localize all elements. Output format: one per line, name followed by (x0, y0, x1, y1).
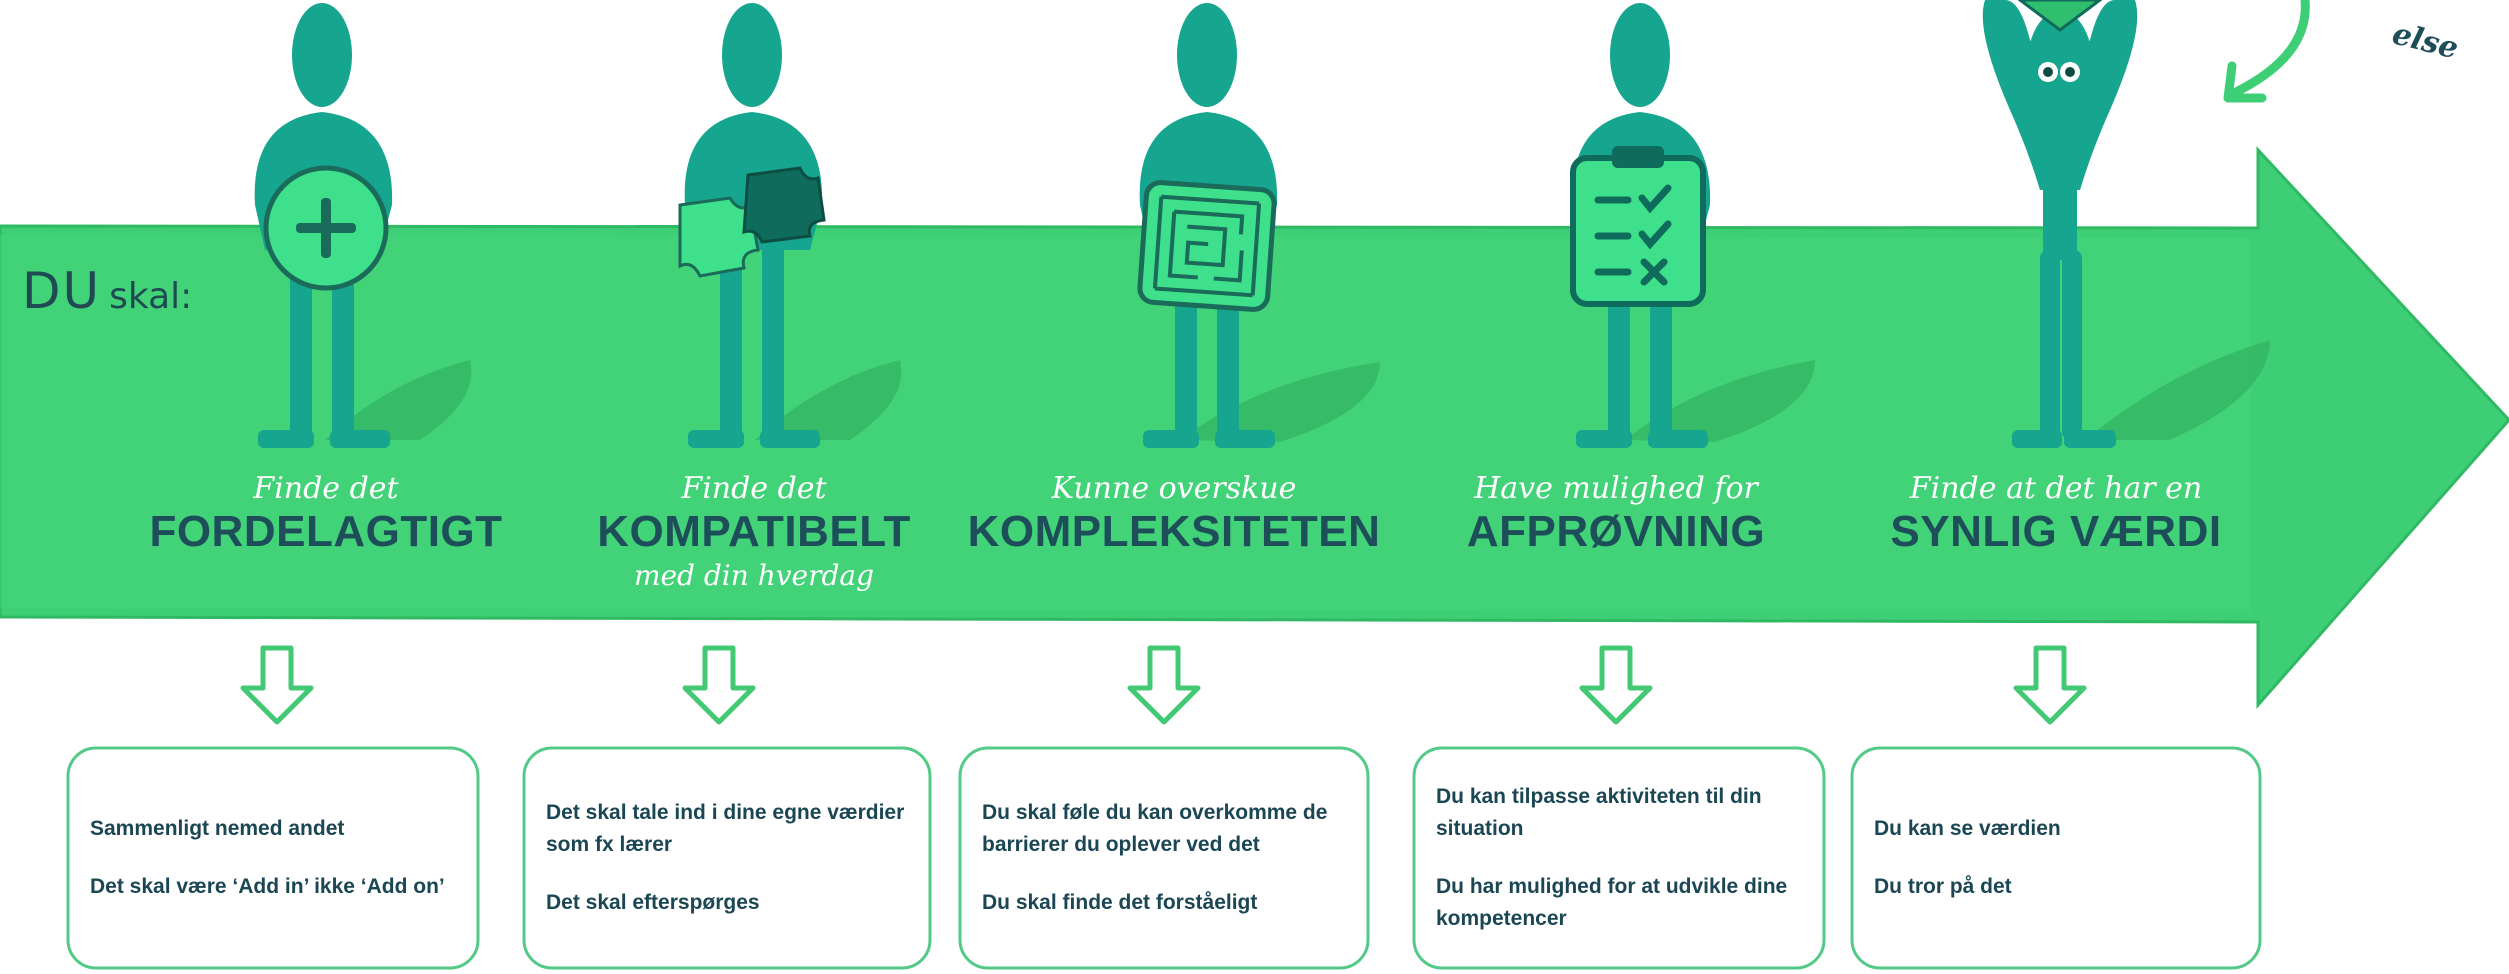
stage-pre-1: Finde det (253, 471, 399, 506)
box-frame-1 (66, 746, 480, 970)
stage-title-4: AFPRØVNING (1466, 507, 1766, 556)
box-2-line-2: Det skal efterspørges (546, 891, 760, 914)
intro-du: DU (22, 262, 102, 320)
face-icon (2038, 62, 2080, 82)
stage-pre-4: Have mulighed for (1474, 471, 1758, 506)
stage-title-5: SYNLIG VÆRDI (1890, 507, 2222, 556)
box-4-line-2: Du har mulighed for at udvikle dine komp… (1436, 875, 1788, 930)
box-1-line-2: Det skal være ‘Add in’ ikke ‘Add on’ (90, 875, 445, 898)
stage-title-2: KOMPATIBELT (597, 507, 911, 556)
stage-box-3: Du skal føle du kan overkomme de barrier… (960, 748, 1368, 968)
gem-icon (2017, 0, 2103, 32)
stage-caption-2: Finde det KOMPATIBELT med din hverdag (524, 470, 984, 596)
down-arrow-3 (1127, 645, 1201, 725)
box-frame-5 (1850, 746, 2262, 970)
figure-shadow-1 (325, 360, 472, 440)
stage-caption-4: Have mulighed for AFPRØVNING (1386, 470, 1846, 556)
figure-shadow-5 (2085, 340, 2270, 440)
clipboard-checklist-icon (1570, 146, 1706, 307)
figure-shadow-2 (755, 360, 902, 440)
down-arrow-4 (1579, 645, 1653, 725)
stage-post-2: med din hverdag (633, 559, 875, 592)
stage-caption-5: Finde at det har en SYNLIG VÆRDI (1826, 470, 2286, 556)
box-1-line-1: Sammenligt nemed andet (90, 817, 345, 840)
box-5-line-1: Du kan se værdien (1874, 817, 2061, 840)
stage-title-3: KOMPLEKSITETEN (967, 507, 1381, 556)
stage-pre-5: Finde at det har en (1909, 471, 2203, 506)
stage-caption-1: Finde det FORDELAGTIGT (96, 470, 556, 556)
box-5-line-2: Du tror på det (1874, 875, 2012, 898)
box-frame-3 (958, 746, 1370, 970)
curved-arrow-icon (2231, 0, 2310, 97)
plus-icon (263, 165, 389, 291)
stage-pre-2: Finde det (681, 471, 827, 506)
down-arrow-1 (240, 645, 314, 725)
maze-icon (1137, 180, 1277, 312)
puzzle-icon (678, 166, 826, 278)
box-frame-4 (1412, 746, 1826, 970)
stage-box-1: Sammenligt nemed andet Det skal være ‘Ad… (68, 748, 478, 968)
figure-shadow-4 (1625, 360, 1815, 442)
box-2-line-1: Det skal tale ind i dine egne værdier so… (546, 801, 905, 856)
box-frame-2 (522, 746, 932, 970)
stage-box-5: Du kan se værdien Du tror på det (1852, 748, 2260, 968)
stage-box-2: Det skal tale ind i dine egne værdier so… (524, 748, 930, 968)
box-3-line-1: Du skal føle du kan overkomme de barrier… (982, 801, 1328, 856)
intro-skal: skal: (109, 276, 193, 317)
stage-pre-3: Kunne overskue (1051, 471, 1297, 506)
stage-caption-3: Kunne overskue KOMPLEKSITETEN (944, 470, 1404, 556)
down-arrow-2 (682, 645, 756, 725)
stage-box-4: Du kan tilpasse aktiviteten til din situ… (1414, 748, 1824, 968)
box-3-line-2: Du skal finde det forståeligt (982, 891, 1258, 914)
stage-title-1: FORDELAGTIGT (149, 507, 503, 556)
box-4-line-1: Du kan tilpasse aktiviteten til din situ… (1436, 785, 1762, 840)
down-arrow-5 (2013, 645, 2087, 725)
